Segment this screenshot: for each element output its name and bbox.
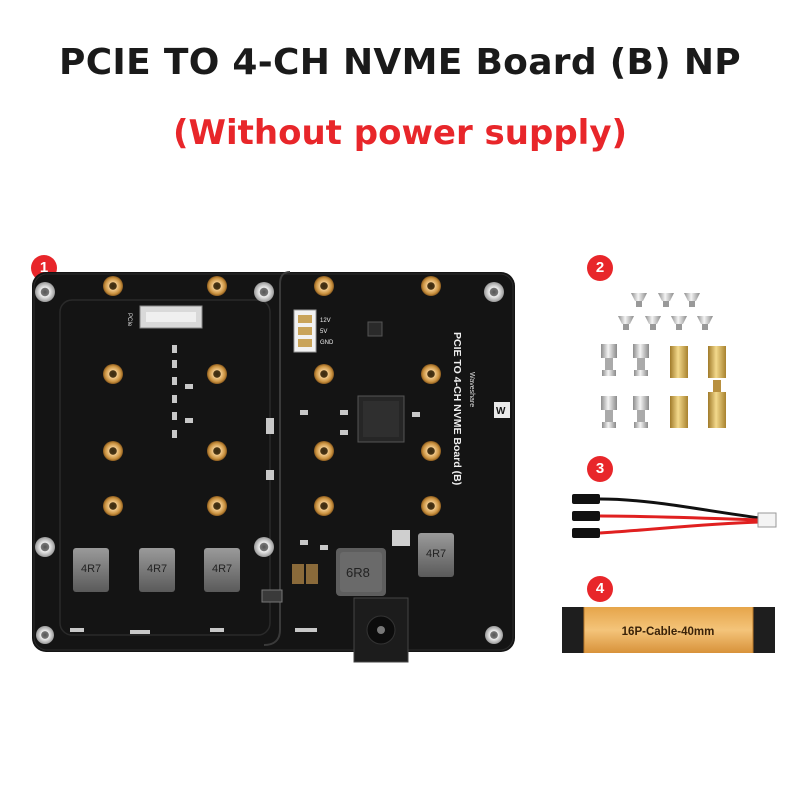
inductor-4: 4R7	[418, 533, 454, 577]
pcie-switch-chip	[357, 321, 405, 443]
capacitors	[261, 530, 410, 603]
svg-text:GND: GND	[320, 340, 334, 346]
power-header: 12V 5V GND	[293, 309, 334, 353]
inductor-3: 4R7	[204, 548, 240, 592]
main-inductor: 6R8	[336, 548, 386, 596]
svg-text:12V: 12V	[320, 318, 331, 324]
dc-power-jack	[353, 597, 409, 663]
screw-kit	[601, 293, 726, 428]
board-label: PCIE TO 4-CH NVME Board (B)	[451, 332, 463, 485]
pcie-fpc-connector: PCIe	[126, 305, 203, 329]
brass-standoffs	[670, 346, 726, 428]
mount-holes	[35, 282, 504, 644]
ssd-mount-pads	[103, 276, 441, 516]
inductor-1: 4R7	[73, 548, 109, 592]
page-title: PCIE TO 4-CH NVME Board (B) NP	[59, 42, 741, 83]
svg-text:W: W	[496, 406, 506, 417]
page-subtitle: (Without power supply)	[172, 113, 628, 153]
svg-text:PCIe: PCIe	[126, 313, 132, 327]
thumb-screws	[601, 344, 649, 428]
ffc-cable: 16P-Cable-40mm	[562, 607, 775, 653]
item-badge-3: 3	[587, 456, 613, 482]
smd-components	[70, 345, 420, 634]
nvme-board: PCIe 12V 5V GND PCIE TO 4-CH NVME Board …	[32, 271, 515, 663]
item-badge-4: 4	[587, 576, 613, 602]
cable-label: 16P-Cable-40mm	[622, 626, 715, 638]
item-badge-2: 2	[587, 255, 613, 281]
svg-text:4R7: 4R7	[147, 563, 167, 575]
power-cable	[572, 494, 777, 538]
svg-text:5V: 5V	[320, 329, 327, 335]
svg-text:4R7: 4R7	[426, 548, 446, 560]
svg-text:4R7: 4R7	[81, 563, 101, 575]
svg-text:4R7: 4R7	[212, 563, 232, 575]
flat-head-screws	[618, 293, 713, 330]
svg-text:6R8: 6R8	[346, 565, 370, 580]
waveshare-logo: W	[494, 402, 510, 418]
inductor-2: 4R7	[139, 548, 175, 592]
brand-label: Waveshare	[468, 372, 475, 407]
